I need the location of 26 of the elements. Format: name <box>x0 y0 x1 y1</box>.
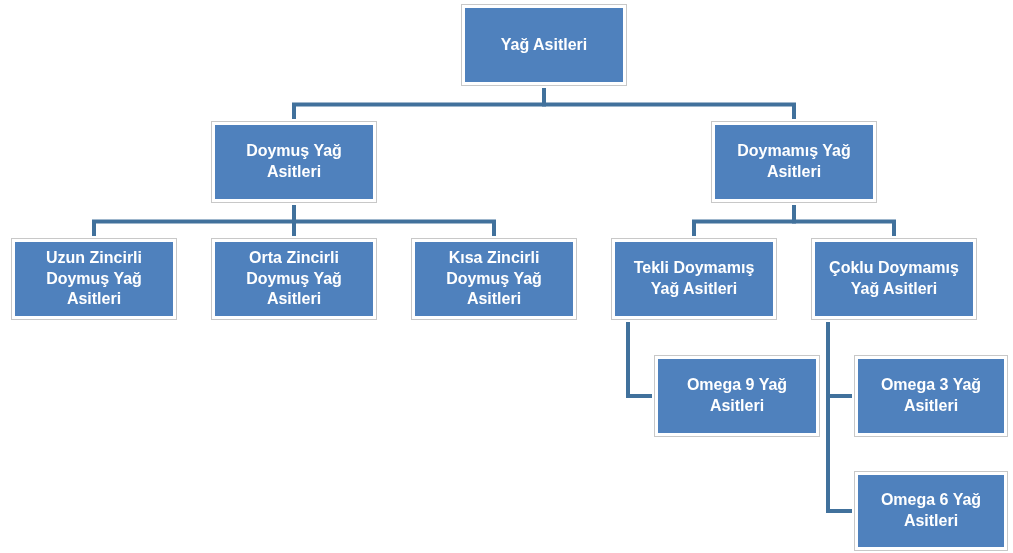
process-box <box>712 122 876 202</box>
process-box <box>12 239 176 319</box>
box-label: Omega 9 Yağ Asitleri <box>685 375 789 416</box>
connector-line <box>792 205 896 236</box>
box-label: Yağ Asitleri <box>500 34 588 55</box>
box-label: Omega 3 Yağ Asitleri <box>879 375 983 416</box>
process-box <box>855 472 1007 550</box>
box-label: Kısa Zincirli Doymuş Yağ Asitleri <box>445 247 543 310</box>
process-box <box>812 239 976 319</box>
box-label: Doymuş Yağ Asitleri <box>245 141 343 182</box>
box-label: Uzun Zincirli Doymuş Yağ Asitleri <box>45 247 143 310</box>
process-box <box>412 239 576 319</box>
box-label: Omega 6 Yağ Asitleri <box>879 490 983 531</box>
connector-line <box>542 88 796 119</box>
box-label: Doymamış Yağ Asitleri <box>736 141 852 182</box>
box-label: Orta Zincirli Doymuş Yağ Asitleri <box>245 247 343 310</box>
process-box <box>212 122 376 202</box>
box-label: Çoklu Doymamış Yağ Asitleri <box>828 258 960 299</box>
process-box <box>612 239 776 319</box>
process-box <box>855 356 1007 436</box>
process-box <box>462 5 626 85</box>
box-label: Tekli Doymamış Yağ Asitleri <box>632 258 756 299</box>
process-box <box>212 239 376 319</box>
connector-line <box>626 322 652 398</box>
connector-line <box>292 205 496 236</box>
process-box <box>655 356 819 436</box>
